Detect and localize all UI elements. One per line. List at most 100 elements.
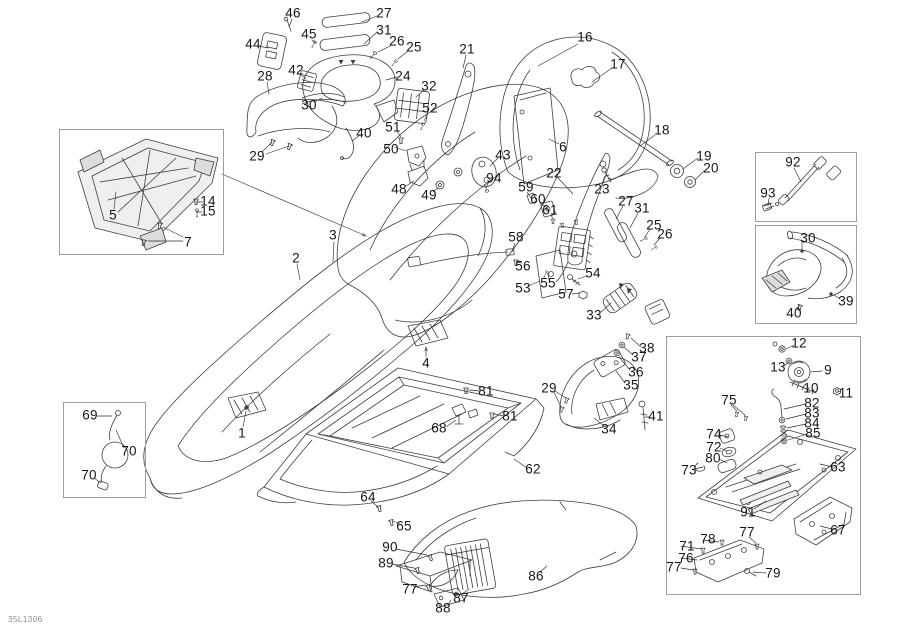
callout-12: 12 <box>791 335 807 351</box>
figure-code: 35L1306 <box>8 615 43 624</box>
callout-43: 43 <box>495 147 511 163</box>
callout-22: 22 <box>546 165 562 181</box>
callout-55: 55 <box>540 275 556 291</box>
part-pivot-rod <box>594 110 696 188</box>
callout-26: 26 <box>389 33 405 49</box>
callout-15: 15 <box>200 203 216 219</box>
callout-40: 40 <box>356 125 372 141</box>
callout-45: 45 <box>301 26 317 42</box>
inset-box-hardware <box>666 336 861 595</box>
callout-92: 92 <box>785 154 801 170</box>
part-hardware-tray <box>692 341 857 583</box>
callout-42: 42 <box>288 62 304 78</box>
part-rear-cowl <box>499 36 659 199</box>
callout-91: 91 <box>740 504 756 520</box>
callout-40: 40 <box>786 305 802 321</box>
callout-2: 2 <box>292 250 300 266</box>
callout-7: 7 <box>184 234 192 250</box>
callout-63: 63 <box>830 459 846 475</box>
callout-62: 62 <box>525 461 541 477</box>
callout-32: 32 <box>421 78 437 94</box>
callout-81: 81 <box>502 408 518 424</box>
callout-41: 41 <box>648 408 664 424</box>
part-latch-group <box>407 152 671 325</box>
part-hinge-plates <box>407 156 497 194</box>
callout-23: 23 <box>594 181 610 197</box>
callout-31: 31 <box>634 200 650 216</box>
callout-67: 67 <box>830 522 846 538</box>
part-armrest <box>257 12 399 131</box>
callout-9: 9 <box>824 362 832 378</box>
callout-29: 29 <box>541 380 557 396</box>
callout-81: 81 <box>478 383 494 399</box>
callout-36: 36 <box>628 364 644 380</box>
part-storage-bin <box>256 367 545 527</box>
callout-56: 56 <box>515 258 531 274</box>
callout-68: 68 <box>431 420 447 436</box>
part-seat-cushion <box>143 203 493 499</box>
callout-78: 78 <box>700 531 716 547</box>
part-seat-frame <box>77 138 219 251</box>
inset-box-strap <box>755 152 857 222</box>
callout-76: 76 <box>678 550 694 566</box>
callout-70: 70 <box>121 443 137 459</box>
callout-30: 30 <box>301 97 317 113</box>
callout-38: 38 <box>639 340 655 356</box>
callout-34: 34 <box>601 421 617 437</box>
callout-65: 65 <box>396 518 412 534</box>
callout-27: 27 <box>376 5 392 21</box>
callout-86: 86 <box>528 568 544 584</box>
callout-44: 44 <box>245 36 261 52</box>
part-backrest-shell <box>336 83 569 347</box>
callout-21: 21 <box>459 41 475 57</box>
callout-64: 64 <box>360 489 376 505</box>
callout-88: 88 <box>435 600 451 616</box>
callout-11: 11 <box>838 385 854 401</box>
part-cover-cap <box>558 333 649 431</box>
callout-28: 28 <box>257 68 273 84</box>
inset-box-frame <box>59 129 224 255</box>
part-seat-pad-hardware <box>340 88 430 167</box>
callout-84: 84 <box>804 415 820 431</box>
callout-3: 3 <box>329 227 337 243</box>
callout-71: 71 <box>679 538 695 554</box>
callout-49: 49 <box>421 187 437 203</box>
callout-39: 39 <box>838 293 854 309</box>
callout-10: 10 <box>803 380 819 396</box>
inset-box-handle <box>755 225 857 324</box>
callout-27: 27 <box>618 193 634 209</box>
callout-53: 53 <box>515 280 531 296</box>
callout-69: 69 <box>82 407 98 423</box>
callout-25: 25 <box>406 39 422 55</box>
callout-6: 6 <box>559 139 567 155</box>
callout-30: 30 <box>800 230 816 246</box>
callout-48: 48 <box>391 181 407 197</box>
callout-37: 37 <box>631 349 647 365</box>
callout-60: 60 <box>530 191 546 207</box>
callout-51: 51 <box>385 119 401 135</box>
callout-94: 94 <box>486 170 502 186</box>
callout-26: 26 <box>657 226 673 242</box>
callout-90: 90 <box>382 539 398 555</box>
callout-79: 79 <box>765 565 781 581</box>
callout-89: 89 <box>378 555 394 571</box>
callout-54: 54 <box>585 265 601 281</box>
part-grab-handle <box>246 82 347 151</box>
callout-4: 4 <box>422 355 430 371</box>
callout-13: 13 <box>770 359 786 375</box>
callout-16: 16 <box>577 29 593 45</box>
callout-82: 82 <box>804 395 820 411</box>
callout-59: 59 <box>518 179 534 195</box>
callout-58: 58 <box>508 229 524 245</box>
callout-25: 25 <box>646 217 662 233</box>
callout-33: 33 <box>586 307 602 323</box>
part-floor-mat <box>395 499 638 608</box>
callout-77: 77 <box>666 559 682 575</box>
callout-31: 31 <box>376 22 392 38</box>
callout-5: 5 <box>109 207 117 223</box>
callout-20: 20 <box>703 160 719 176</box>
callout-93: 93 <box>760 185 776 201</box>
callout-19: 19 <box>696 148 712 164</box>
